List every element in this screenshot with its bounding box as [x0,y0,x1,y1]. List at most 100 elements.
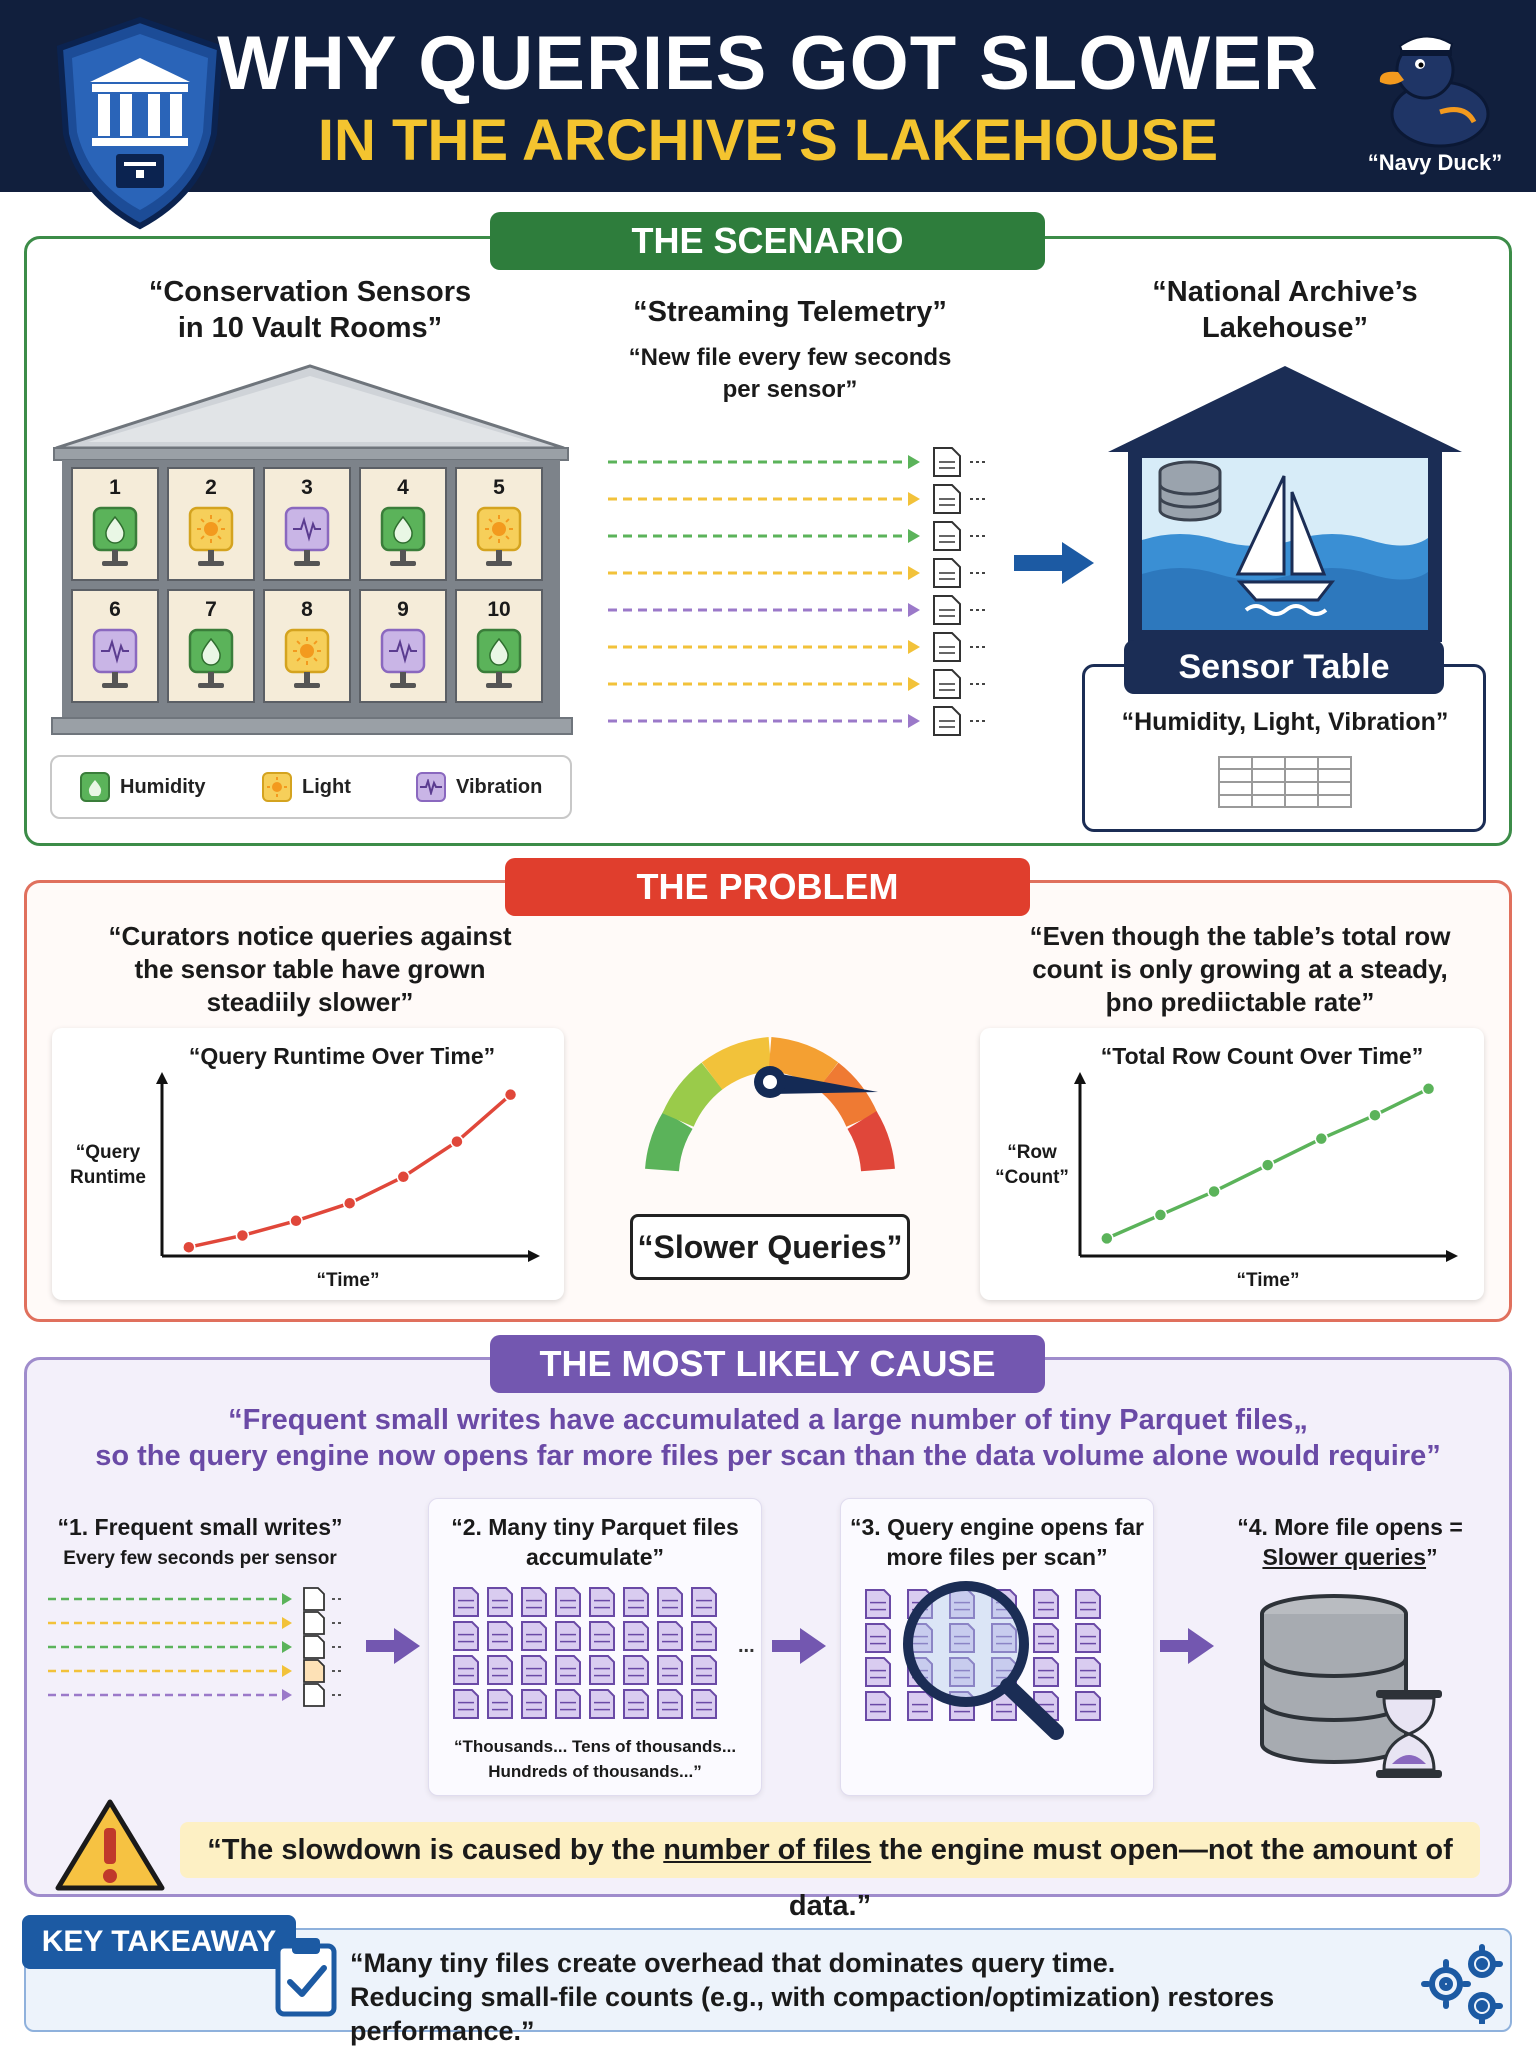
runtime-chart: “Query Runtime Over Time” “Query Runtime… [70,1043,540,1291]
legend-item-light: Light [262,770,351,804]
vault-room-number: 6 [109,598,121,621]
vibration-wave-icon [416,772,446,802]
telemetry-stream [608,484,986,514]
lakehouse-building-icon [1108,366,1462,642]
parquet-file-icon [1075,1589,1101,1619]
rowcount-chart-point [1368,1108,1382,1122]
parquet-file-icon [589,1655,615,1685]
parquet-file-icon [657,1621,683,1651]
legend-item-vibration: Vibration [416,770,542,804]
runtime-chart-point [289,1214,303,1228]
runtime-chart-point [503,1087,518,1102]
parquet-file-icon [949,1657,975,1687]
parquet-file-icon [487,1689,513,1719]
step2-subtitle-line-2: Hundreds of thousands...” [488,1762,702,1781]
parquet-file-icon [589,1689,615,1719]
takeaway-pill: KEY TAKEAWAY [22,1915,296,1969]
vault-room-number: 9 [397,598,409,621]
small-write-stream [48,1683,344,1707]
parquet-file-icon [623,1587,649,1617]
clipboard-check-icon [275,1938,337,2017]
vault-room-9: 9 [359,589,447,703]
parquet-file-icon [589,1587,615,1617]
parquet-file-icon [589,1621,615,1651]
parquet-file-icon [623,1621,649,1651]
more-files-ellipsis: ... [738,1635,755,1657]
rowcount-chart-title: “Total Row Count Over Time” [1101,1043,1423,1069]
telemetry-stream [608,521,986,551]
legend-label-vibration: Vibration [456,775,543,798]
parquet-file-icon [487,1655,513,1685]
light-sun-icon [262,772,292,802]
header-banner [0,0,1536,192]
step2-subtitle-line-1: “Thousands... Tens of thousands... [453,1737,737,1756]
step2-title-line-1: “2. Many tiny Parquet files [451,1514,739,1540]
parquet-file-icon [623,1655,649,1685]
parquet-file-icon [691,1655,717,1685]
sensors-heading-line-2: in 10 Vault Rooms” [177,312,443,344]
step1-subtitle: Every few seconds per sensor [63,1548,337,1569]
parquet-file-icon [1033,1623,1059,1653]
legend-label-light: Light [302,775,351,798]
step3-title-line-2: more files per scan” [886,1544,1108,1570]
parquet-file-icon [623,1689,649,1719]
vault-room-10: 10 [455,589,543,703]
vault-room-number: 5 [493,476,505,499]
step-arrow-3-icon [1160,1628,1214,1664]
mascot-caption: “Navy Duck” [1367,150,1503,175]
warning-bar [180,1822,1480,1878]
parquet-file-icon [555,1655,581,1685]
sensor-table-title: Sensor Table [1124,640,1444,694]
rowcount-quote-line-2: count is only growing at a steady, [1032,954,1448,984]
runtime-chart-title: “Query Runtime Over Time” [189,1043,495,1069]
runtime-chart-xlabel: “Time” [316,1270,379,1291]
runtime-chart-point [396,1170,411,1184]
telemetry-stream [608,558,986,588]
parquet-file-icon [991,1623,1017,1653]
step1-title: “1. Frequent small writes” [57,1514,343,1540]
parquet-file-icon [521,1587,547,1617]
step4-title-emphasis: Slower queries [1262,1544,1427,1570]
parquet-file-icon [865,1657,891,1687]
step4-title-close-quote: ” [1426,1544,1438,1570]
parquet-file-icon [555,1689,581,1719]
takeaway-line-1: “Many tiny files create overhead that do… [350,1948,1116,1978]
parquet-file-icon [555,1587,581,1617]
parquet-file-icon [1033,1657,1059,1687]
runtime-chart-ylabel-2: Runtime [70,1167,146,1188]
rowcount-chart-point [1153,1208,1168,1222]
telemetry-stream-arrows [608,447,986,736]
rowcount-chart-y-arrow [1074,1072,1086,1084]
warning-message: “The slowdown is caused by the number of… [180,1822,1480,1922]
sensors-heading-line-1: “Conservation Sensors [148,276,472,308]
step2-title-line-2: accumulate” [525,1544,665,1570]
parquet-file-icon [1075,1691,1101,1721]
parquet-file-icon [555,1621,581,1651]
humidity-drop-icon [80,772,110,802]
parquet-file-icon [453,1689,479,1719]
parquet-file-icon [907,1691,933,1721]
parquet-file-icon [521,1655,547,1685]
step4-title-line-2: Slower queries” [1200,1542,1500,1572]
rowcount-chart-xlabel: “Time” [1236,1270,1299,1291]
small-write-stream [48,1611,344,1635]
rowcount-quote-line-1: “Even though the table’s total row [1029,921,1451,951]
rowcount-chart-point [1260,1158,1275,1172]
rowcount-chart-point [1421,1082,1436,1096]
page-subtitle: IN THE ARCHIVE’S LAKEHOUSE [317,108,1219,173]
runtime-chart-point [450,1134,464,1149]
vault-room-number: 3 [301,476,313,499]
parquet-file-icon [657,1587,683,1617]
parquet-file-icon [1075,1623,1101,1653]
telemetry-stream [608,447,986,477]
rowcount-chart-ylabel-2: “Count” [995,1167,1069,1188]
vault-room-3: 3 [263,467,351,581]
parquet-file-icon [453,1587,479,1617]
vault-room-number: 8 [301,598,313,621]
rowcount-chart-x-arrow [1446,1250,1458,1262]
cause-pill: THE MOST LIKELY CAUSE [490,1335,1045,1393]
runtime-chart-ylabel-1: “Query [76,1142,141,1163]
small-write-stream [48,1635,344,1659]
vault-room-number: 7 [205,598,217,621]
rowcount-chart-point [1100,1231,1114,1246]
